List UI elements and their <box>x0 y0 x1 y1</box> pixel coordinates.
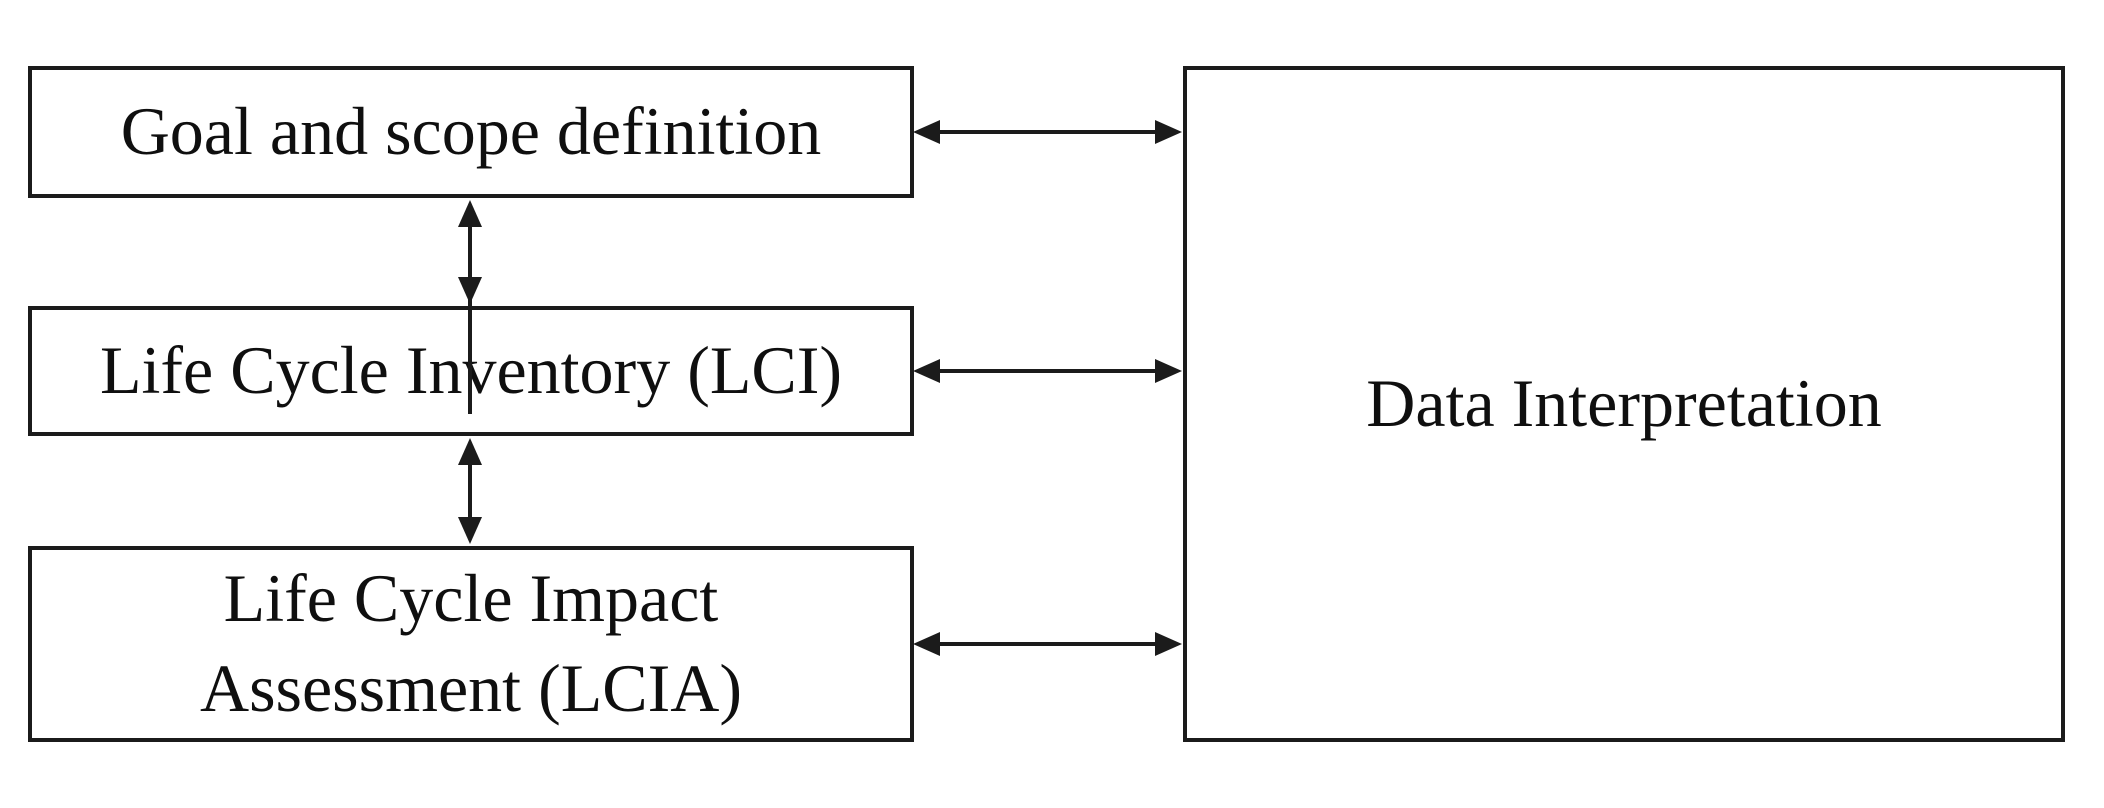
lcia-label-line2: Assessment (LCIA) <box>199 650 743 726</box>
arrowhead-right-icon <box>1155 632 1182 656</box>
lcia-box: Life Cycle Impact Assessment (LCIA) <box>28 546 914 742</box>
arrowhead-left-icon <box>913 359 940 383</box>
arrowhead-down-icon <box>458 277 482 304</box>
arrowhead-up-icon <box>458 438 482 465</box>
arrow-lci-interpretation <box>913 359 1182 383</box>
goal-scope-box: Goal and scope definition <box>28 66 914 198</box>
arrowhead-up-icon <box>458 200 482 227</box>
lci-label: Life Cycle Inventory (LCI) <box>99 332 843 409</box>
goal-scope-label: Goal and scope definition <box>120 93 822 170</box>
arrow-lci-lcia <box>458 438 482 544</box>
arrowhead-right-icon <box>1155 120 1182 144</box>
data-interpretation-box: Data Interpretation <box>1183 66 2065 742</box>
arrowhead-left-icon <box>913 632 940 656</box>
lcia-label-line1: Life Cycle Impact <box>223 560 719 637</box>
arrowhead-down-icon <box>458 517 482 544</box>
lcia-label: Life Cycle Impact Assessment (LCIA) <box>200 554 742 734</box>
arrowhead-left-icon <box>913 120 940 144</box>
arrowhead-right-icon <box>1155 359 1182 383</box>
data-interpretation-label: Data Interpretation <box>1366 365 1882 442</box>
arrow-goal-interpretation <box>913 120 1182 144</box>
arrow-lcia-interpretation <box>913 632 1182 656</box>
lci-box: Life Cycle Inventory (LCI) <box>28 306 914 436</box>
